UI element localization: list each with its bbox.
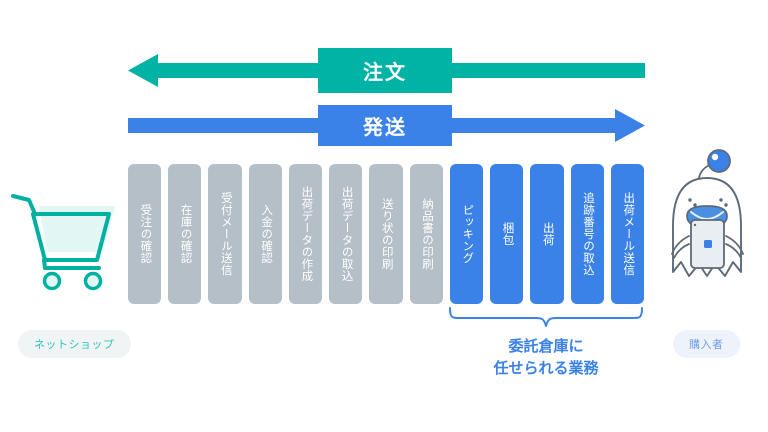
endpoint-online-shop-label: ネットショップ bbox=[18, 330, 131, 358]
process-box-label: 出荷 bbox=[541, 222, 554, 246]
process-box-label: ピッキング bbox=[461, 204, 474, 264]
process-box-label: 梱包 bbox=[501, 222, 514, 246]
process-box[interactable]: 追跡番号の取込 bbox=[570, 164, 604, 304]
process-box-label: 受付メール送信 bbox=[219, 192, 232, 276]
process-box-label: 在庫の確認 bbox=[179, 204, 192, 264]
process-box[interactable]: 納品書の印刷 bbox=[409, 164, 443, 304]
process-box-label: 出荷データの作成 bbox=[300, 186, 313, 282]
warehouse-caption-line1: 委託倉庫に bbox=[508, 338, 584, 355]
order-arrow-label: 注文 bbox=[318, 48, 452, 93]
endpoint-buyer bbox=[648, 148, 768, 318]
process-box[interactable]: 送り状の印刷 bbox=[369, 164, 403, 304]
process-box-label: 送り状の印刷 bbox=[380, 198, 393, 270]
shipping-arrow-label: 発送 bbox=[318, 105, 452, 146]
bracket-icon bbox=[449, 307, 643, 327]
process-box-row: 受注の確認 在庫の確認 受付メール送信 入金の確認 出荷データの作成 出荷データ… bbox=[128, 164, 645, 304]
process-box[interactable]: ピッキング bbox=[449, 164, 484, 304]
process-box-label: 入金の確認 bbox=[260, 204, 273, 264]
process-box[interactable]: 出荷 bbox=[530, 164, 564, 304]
process-box-label: 追跡番号の取込 bbox=[581, 192, 594, 276]
process-box[interactable]: 在庫の確認 bbox=[168, 164, 202, 304]
process-box-label: 受注の確認 bbox=[139, 204, 152, 264]
process-box[interactable]: 受注の確認 bbox=[128, 164, 162, 304]
warehouse-caption: 委託倉庫に 任せられる業務 bbox=[448, 336, 644, 380]
warehouse-bracket bbox=[448, 306, 644, 328]
process-box[interactable]: 入金の確認 bbox=[248, 164, 282, 304]
endpoint-online-shop bbox=[6, 182, 128, 294]
warehouse-caption-line2: 任せられる業務 bbox=[493, 359, 599, 377]
buyer-mascot-icon bbox=[671, 149, 744, 277]
process-box-label: 出荷データの取込 bbox=[340, 186, 353, 282]
process-box[interactable]: 出荷データの取込 bbox=[329, 164, 363, 304]
process-box-label: 出荷メール送信 bbox=[622, 192, 635, 276]
process-box[interactable]: 受付メール送信 bbox=[208, 164, 242, 304]
process-box-label: 納品書の印刷 bbox=[421, 198, 434, 270]
process-box[interactable]: 梱包 bbox=[490, 164, 524, 304]
process-box[interactable]: 出荷データの作成 bbox=[288, 164, 323, 304]
shopping-cart-icon bbox=[11, 194, 115, 291]
process-box[interactable]: 出荷メール送信 bbox=[610, 164, 645, 304]
endpoint-buyer-label: 購入者 bbox=[673, 330, 740, 358]
